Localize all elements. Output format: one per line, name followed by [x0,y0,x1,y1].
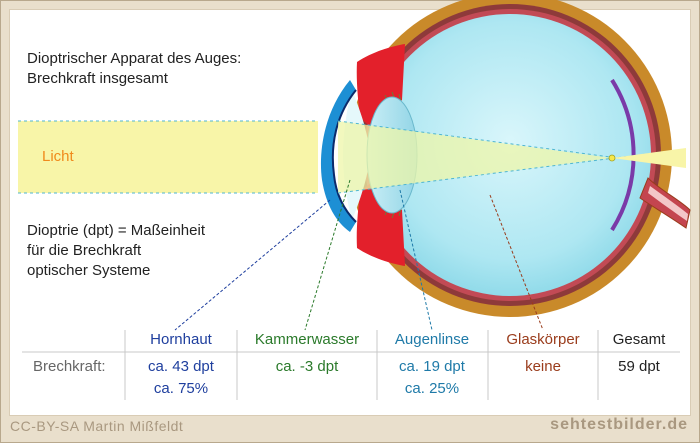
cornea [320,80,356,232]
column-value: ca. -3 dpt [275,358,339,375]
title-line-1: Dioptrischer Apparat des Auges: [27,50,242,67]
optic-nerve-core [648,186,688,221]
light-cone [338,121,612,193]
column-share: ca. 25% [404,380,460,397]
column-header: Kammerwasser [254,331,360,348]
diagram-title: Dioptrischer Apparat des Auges: Brechkra… [27,49,241,89]
column-header: Hornhaut [150,331,212,348]
definition-line-2: für die Brechkraft [27,242,142,259]
column-header: Glaskörper [506,331,580,348]
leader-glaskoerper [489,194,544,331]
light-exit [612,148,686,168]
definition-line-3: optischer Systeme [27,262,151,279]
table-row-label: Brechkraft: [33,358,106,375]
license-credit: CC-BY-SA Martin Mißfeldt [10,418,184,434]
definition-line-1: Dioptrie (dpt) = Maßeinheit [27,222,205,239]
light-label: Licht [42,148,74,165]
focal-point [608,154,616,162]
light-cone-edge-top [337,120,687,168]
title-line-2: Brechkraft insgesamt [27,70,168,87]
column-value: 59 dpt [618,358,660,375]
light-beam [18,121,338,193]
column-value: ca. 19 dpt [399,358,465,375]
column-share: ca. 75% [153,380,209,397]
table-grid [22,330,680,400]
column-value: ca. 43 dpt [148,358,214,375]
column-header: Gesamt [612,331,666,348]
cornea-inner [331,89,357,223]
light-cone-edge-bottom [337,148,687,194]
column-value: keine [525,358,561,375]
column-header: Augenlinse [394,331,470,348]
site-watermark: sehtestbilder.de [550,416,688,433]
leader-kammerwasser [304,179,351,331]
retina-layer [610,78,636,232]
dioptre-definition: Dioptrie (dpt) = Maßeinheit für die Brec… [27,221,205,281]
leader-hornhaut [174,199,331,331]
leader-augenlinse [399,189,433,331]
